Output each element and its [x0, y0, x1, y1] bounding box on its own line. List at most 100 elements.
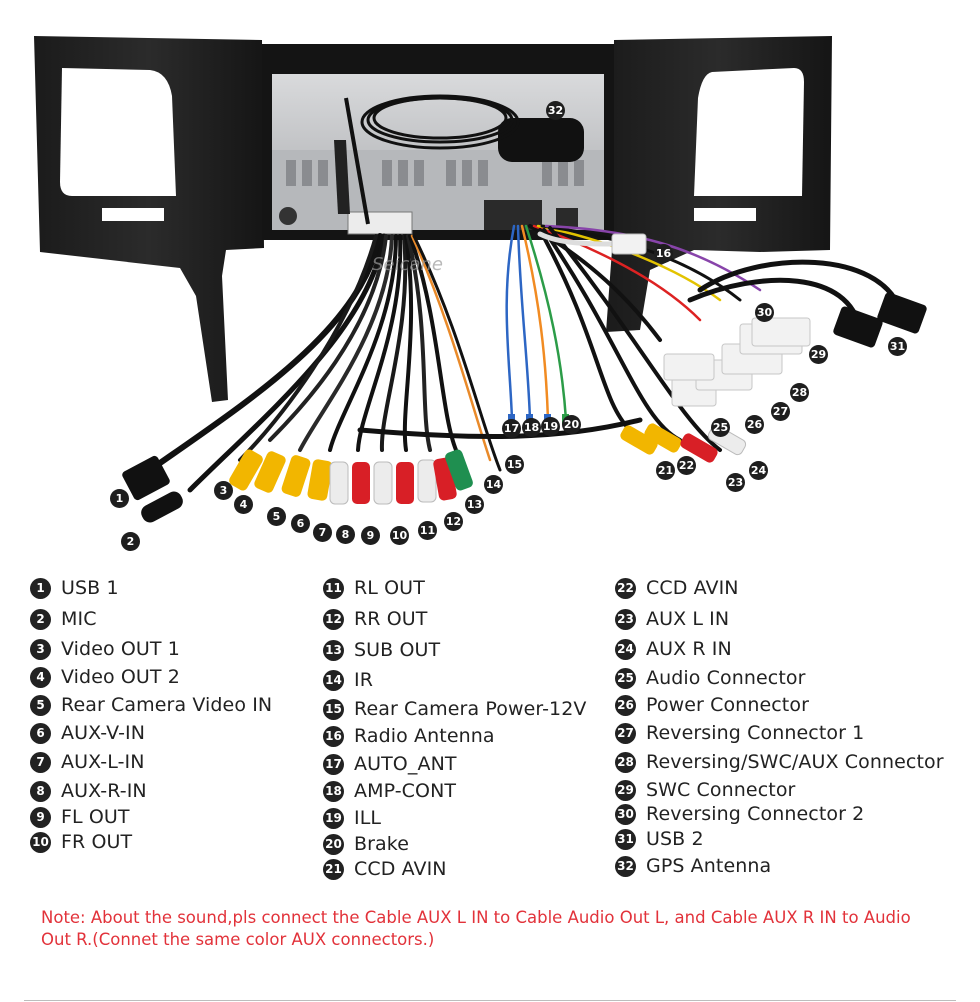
callout-19: 19 [541, 417, 560, 436]
legend-number: 13 [323, 639, 344, 661]
legend-number: 29 [615, 779, 636, 801]
legend-number: 3 [30, 638, 51, 660]
legend-number: 25 [615, 667, 636, 689]
legend-number: 31 [615, 828, 636, 850]
head-unit-illustration: Seicane [34, 36, 927, 523]
legend-number: 12 [323, 608, 344, 630]
legend-number: 30 [615, 803, 636, 825]
legend-label: AUX L IN [646, 608, 730, 630]
rca-plugs-left [229, 449, 473, 505]
callout-17: 17 [502, 419, 521, 438]
legend-label: AMP-CONT [354, 780, 457, 802]
legend-number: 8 [30, 780, 51, 802]
port-block-main [484, 200, 542, 230]
sound-connection-note: Note: About the sound,pls connect the Ca… [41, 908, 911, 949]
callout-7: 7 [313, 523, 332, 542]
legend-label: ILL [354, 807, 382, 829]
callout-11: 11 [418, 521, 437, 540]
callout-3: 3 [214, 481, 233, 500]
frame-slot-left [102, 208, 164, 221]
callout-28: 28 [790, 383, 809, 402]
frame-slot-right [694, 208, 756, 221]
legend-item: 31 USB 2 [615, 826, 704, 852]
callout-26: 26 [745, 415, 764, 434]
legend-label: Radio Antenna [354, 725, 495, 747]
frame-vent-right [694, 68, 804, 196]
legend-number: 26 [615, 694, 636, 716]
callout-9: 9 [361, 526, 380, 545]
legend-number: 2 [30, 608, 51, 630]
legend-number: 28 [615, 751, 636, 773]
legend-item: 13 SUB OUT [323, 637, 440, 663]
usb1-plug [122, 455, 170, 501]
legend-label: MIC [61, 608, 97, 630]
legend-number: 9 [30, 806, 51, 828]
legend-number: 21 [323, 858, 344, 880]
legend-number: 19 [323, 807, 344, 829]
callout-13: 13 [465, 495, 484, 514]
usb2-plugs [833, 292, 927, 348]
callout-16: 16 [654, 244, 673, 263]
legend-item: 9 FL OUT [30, 804, 130, 830]
gps-cable-coil [360, 94, 520, 150]
callout-14: 14 [484, 475, 503, 494]
legend-label: Brake [354, 833, 410, 855]
callout-29: 29 [809, 345, 828, 364]
callout-21: 21 [656, 461, 675, 480]
legend-item: 6 AUX-V-IN [30, 720, 145, 746]
ground-post [279, 207, 297, 225]
wiring-diagram: Seicane 1 2 3 4 5 6 7 8 9 10 11 12 13 14… [34, 36, 927, 551]
legend-item: 2 MIC [30, 606, 97, 632]
legend-label: Power Connector [646, 694, 809, 716]
gps-puck [498, 118, 584, 162]
legend-number: 20 [323, 833, 344, 855]
callout-6: 6 [291, 514, 310, 533]
callout-8: 8 [336, 525, 355, 544]
callout-27: 27 [771, 402, 790, 421]
legend-label: AUX-V-IN [61, 722, 146, 744]
legend-label: Video OUT 2 [61, 666, 180, 688]
legend-number: 17 [323, 753, 344, 775]
legend-label: SUB OUT [354, 639, 441, 661]
antenna-stub [334, 140, 350, 214]
legend-number: 16 [323, 725, 344, 747]
port-block-right [556, 208, 578, 228]
legend-number: 7 [30, 751, 51, 773]
legend-label: Reversing Connector 1 [646, 722, 865, 744]
legend-label: Reversing Connector 2 [646, 803, 865, 825]
legend-item: 8 AUX-R-IN [30, 778, 147, 804]
callout-4: 4 [234, 495, 253, 514]
mic-plug [141, 491, 183, 523]
callout-25: 25 [711, 418, 730, 437]
callout-2: 2 [121, 532, 140, 551]
callout-18: 18 [522, 418, 541, 437]
legend-label: AUX-R-IN [61, 780, 147, 802]
callout-24: 24 [749, 461, 768, 480]
legend-number: 23 [615, 608, 636, 630]
wire-harness [147, 224, 903, 493]
legend-label: IR [354, 669, 374, 691]
legend-label: GPS Antenna [646, 855, 772, 877]
legend-label: Rear Camera Power-12V [354, 698, 587, 720]
legend-number: 10 [30, 831, 51, 853]
frame-vent-left [60, 68, 176, 196]
legend-label: FL OUT [61, 806, 130, 828]
legend-label: USB 2 [646, 828, 704, 850]
callout-30: 30 [755, 303, 774, 322]
legend-number: 6 [30, 722, 51, 744]
legend-number: 18 [323, 780, 344, 802]
